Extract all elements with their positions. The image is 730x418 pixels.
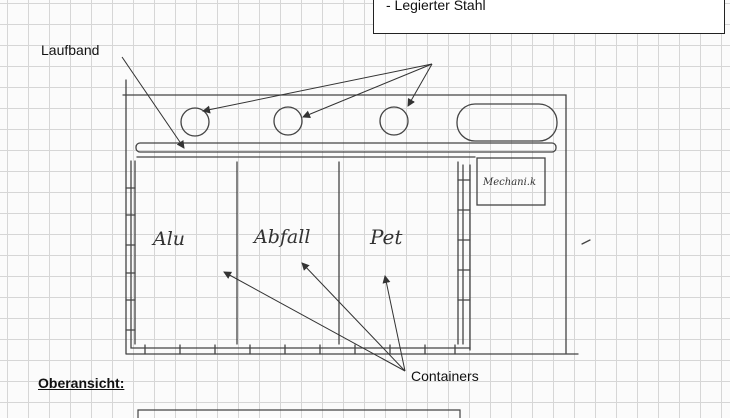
bin-right-ticks [457,179,471,301]
motor-capsule [456,103,558,142]
mechanik-label: Mechani.k [482,177,536,188]
bin-label-alu: Alu [151,228,185,250]
sensor-circle-2 [273,106,303,136]
sensor-circle-1 [180,107,210,137]
arrow-sensor-2 [302,63,433,119]
mechanik-box [476,157,546,206]
inner-frame [130,160,471,349]
material-box: - Legierter Stahl [373,0,725,34]
arrow-sensor-3 [407,63,433,107]
arrow-laufband [121,56,185,149]
arrow-container-abfall [301,262,406,372]
material-item: - Legierter Stahl [386,0,486,13]
left-ticks [125,187,136,331]
bin-label-pet: Pet [369,225,403,249]
conveyor-belt [135,142,557,153]
bottom-partial-shape [137,409,461,418]
pencil-mark [581,239,591,245]
label-oberansicht: Oberansicht: [38,375,125,391]
label-laufband: Laufband [41,42,100,58]
arrow-container-pet [382,275,406,372]
bin-label-abfall: Abfall [252,226,310,248]
arrow-sensor-1 [202,63,433,114]
label-containers: Containers [411,368,479,384]
bottom-ticks [144,344,456,355]
bin-right-wall [457,161,471,351]
arrow-container-alu [223,271,406,372]
sensor-circle-3 [379,106,409,136]
outer-frame [122,79,579,355]
